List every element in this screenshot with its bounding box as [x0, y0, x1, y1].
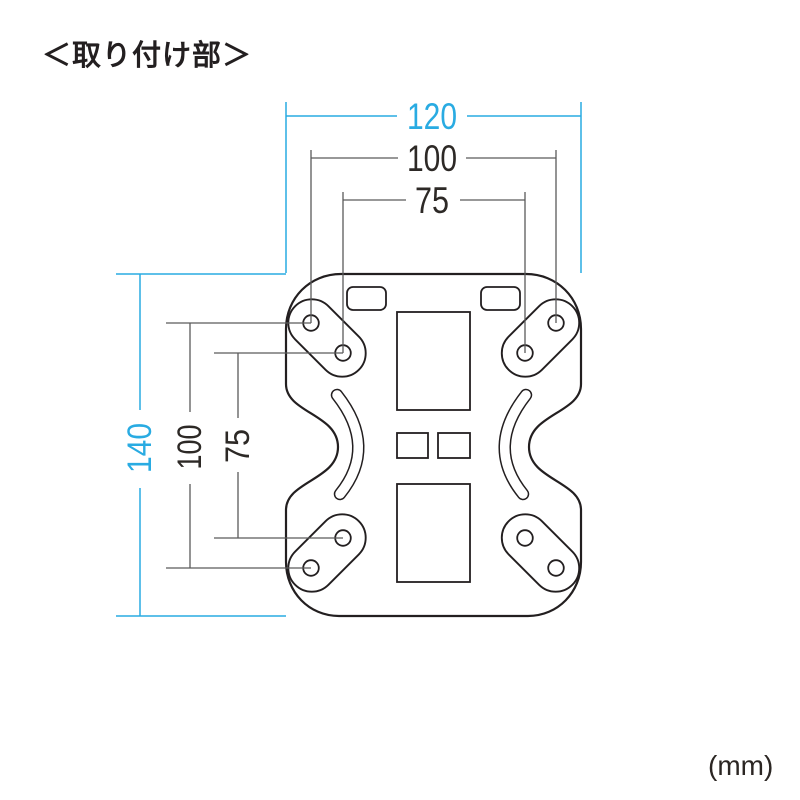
- dim-width-100: 100: [310, 138, 557, 323]
- hole-outer-bottom-right: [547, 559, 565, 577]
- top-hook-slots: [346, 286, 521, 311]
- plate: [284, 272, 583, 618]
- figure-title: ＜取り付け部＞: [42, 40, 253, 72]
- hole-inner-bottom-right: [516, 529, 534, 547]
- center-opening-top: [396, 311, 471, 411]
- unit-label: (mm): [708, 750, 774, 781]
- dim-width-75: 75: [342, 180, 526, 353]
- center-opening-sq-left: [396, 432, 429, 459]
- dim-height-75: 75: [214, 352, 343, 539]
- hook-slot-left: [346, 286, 387, 311]
- dim-label-75: 75: [415, 180, 449, 221]
- dim-height-140: 140: [116, 273, 286, 617]
- dim-label-100: 100: [407, 138, 457, 179]
- center-opening-sq-right: [437, 432, 471, 459]
- dimension-annotations: 120 100 75: [116, 96, 582, 617]
- dim-label-120: 120: [407, 96, 457, 137]
- dim-height-100: 100: [166, 322, 311, 569]
- dim-label-140: 140: [121, 423, 159, 473]
- dim-label-100v: 100: [171, 425, 209, 470]
- dim-label-75v: 75: [219, 429, 257, 463]
- hook-slot-right: [480, 286, 521, 311]
- center-opening-bottom: [396, 483, 471, 583]
- dim-width-120: 120: [285, 96, 582, 273]
- curved-side-slots: [330, 388, 533, 501]
- center-openings: [396, 311, 471, 583]
